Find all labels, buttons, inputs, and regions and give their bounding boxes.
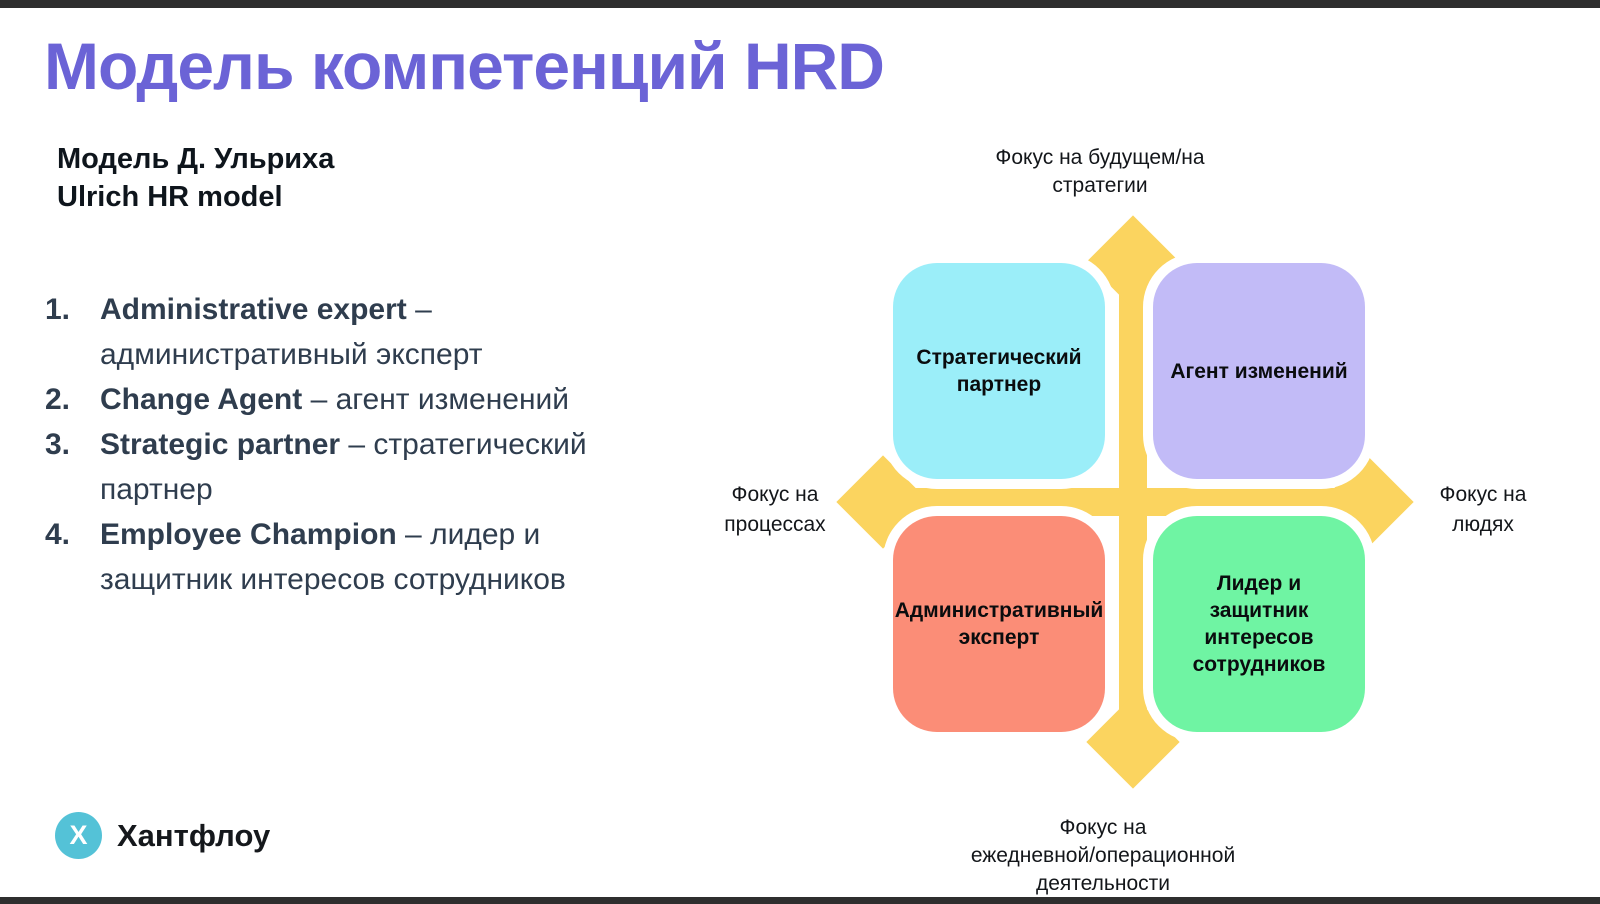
page-title: Модель компетенций HRD [44,29,885,103]
axis-label-bottom: Фокус на ежедневной/операционной деятель… [970,816,1236,895]
quadrant-employee-champion: Лидер и защитник интересов сотрудников [1153,516,1365,732]
axis-label-left: Фокус на процессах [724,483,826,536]
list-item-text: Strategic partner – стратегический партн… [100,422,655,512]
competency-list: 1. Administrative expert – административ… [45,287,665,602]
subtitle-line-ru: Модель Д. Ульриха [57,143,335,175]
axis-horizontal-bar [883,488,1367,516]
list-item: 3. Strategic partner – стратегический па… [45,422,665,512]
list-item: 2. Change Agent – агент изменений [45,377,665,422]
quadrant-administrative-expert: Административный эксперт [893,516,1105,732]
slide-subtitle: Модель Д. Ульриха Ulrich HR model [57,140,334,216]
bottom-frame-bar [0,897,1600,904]
list-item-definition: – лидер и защитник интересов сотрудников [100,518,566,596]
axis-label-right: Фокус на людях [1439,483,1527,536]
list-item-definition: – агент изменений [302,383,570,416]
list-item-number: 4. [45,518,71,551]
axis-label-top: Фокус на будущем/на стратегии [995,146,1205,197]
logo-text: Хантфлоу [117,817,271,853]
quadrant-change-agent: Агент изменений [1153,263,1365,479]
list-item-number: 3. [45,428,71,461]
list-item-number: 1. [45,293,71,326]
list-item-number: 2. [45,383,71,416]
list-item-term: Administrative expert [100,293,407,326]
list-item-text: Administrative expert – административный… [100,287,655,377]
logo-letter: X [69,820,88,850]
list-item-text: Employee Champion – лидер и защитник инт… [100,512,655,602]
list-item-term: Employee Champion [100,518,397,551]
list-item: 4. Employee Champion – лидер и защитник … [45,512,665,602]
list-item-term: Strategic partner [100,428,341,461]
list-item-definition: – административный эксперт [100,293,483,371]
huntflow-logo-icon: X [55,812,102,859]
top-frame-bar [0,0,1600,8]
quadrant-strategic-partner: Стратегический партнер [893,263,1105,479]
huntflow-logo: X Хантфлоу [55,812,270,859]
subtitle-line-en: Ulrich HR model [57,181,283,213]
list-item-term: Change Agent [100,383,303,416]
list-item-text: Change Agent – агент изменений [100,377,655,422]
list-item: 1. Administrative expert – административ… [45,287,665,377]
list-item-definition: – стратегический партнер [100,428,587,506]
